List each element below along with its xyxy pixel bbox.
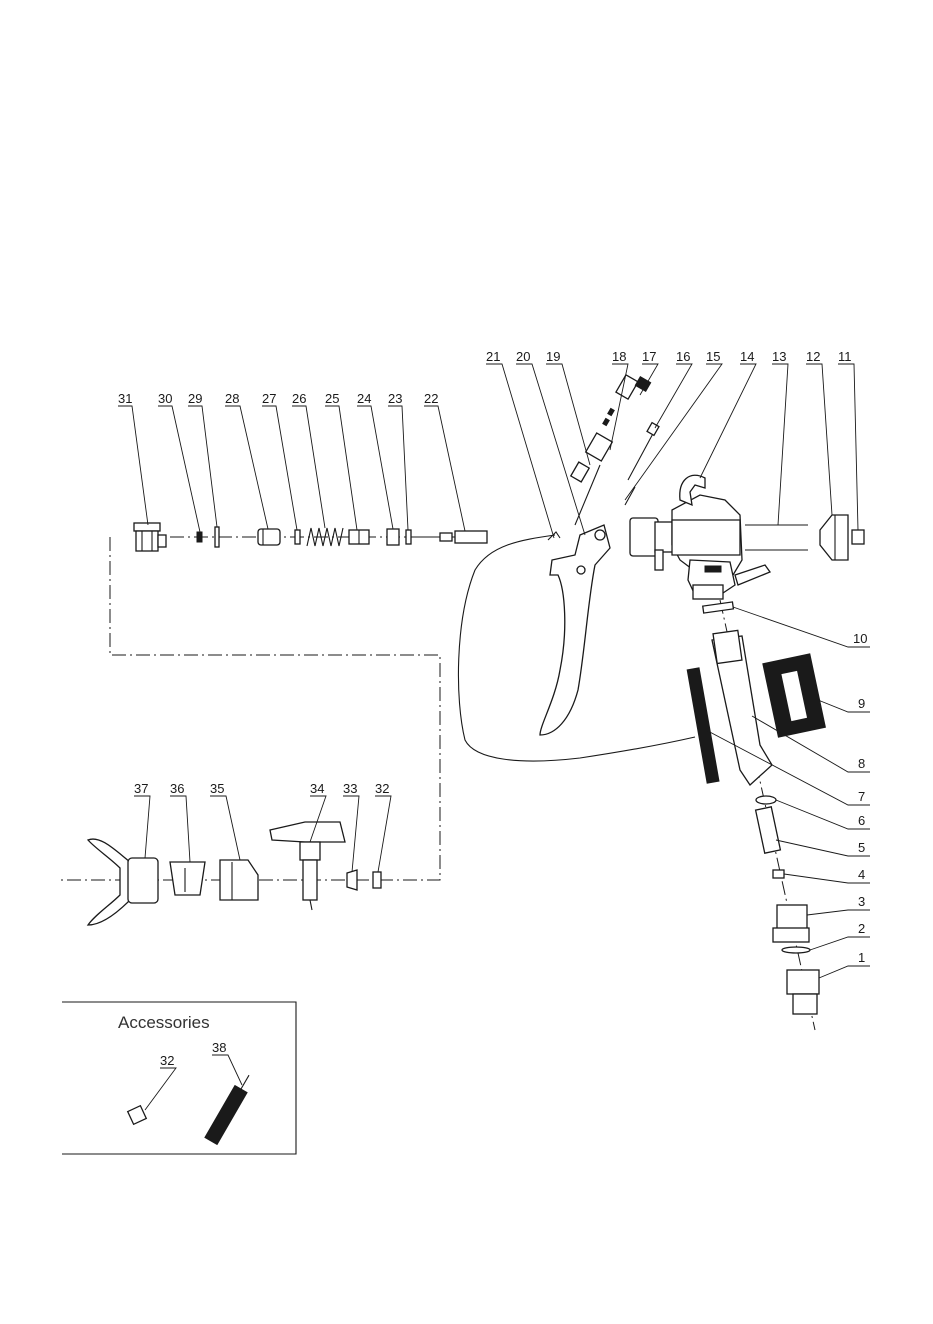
callout-7: 7 [858,789,865,804]
callout-11: 11 [838,349,852,364]
callout-18: 18 [612,349,626,364]
part-31-cap-nut [134,523,166,551]
part-32-seal [373,872,381,888]
callout-24: 24 [357,391,371,406]
part-37-guard [88,839,158,925]
part-7-filter [687,668,719,783]
part-8-handle [712,630,772,785]
part-34-tip [270,822,345,910]
callout-9: 9 [858,696,865,711]
part-22-needle [416,531,487,543]
callout-37: 37 [134,781,148,796]
callout-30: 30 [158,391,172,406]
callout-4: 4 [858,867,865,882]
callout-10: 10 [853,631,867,646]
part-2-washer [782,947,810,953]
callout-26: 26 [292,391,306,406]
callout-3: 3 [858,894,865,909]
accessories-box: Accessories 32 38 [62,1002,296,1154]
callout-34: 34 [310,781,324,796]
part-26-spring [307,528,343,546]
callout-33: 33 [343,781,357,796]
callout-21: 21 [486,349,500,364]
part-27-ring [295,530,300,544]
part-36-retainer [170,862,205,895]
callout-5: 5 [858,840,865,855]
callout-12: 12 [806,349,820,364]
callout-22: 22 [424,391,438,406]
callout-29: 29 [188,391,202,406]
part-10-gasket [703,602,734,613]
part-5-valve [756,807,781,853]
callout-19: 19 [546,349,560,364]
callout-32: 32 [375,781,389,796]
callout-25: 25 [325,391,339,406]
part-6-ring [756,796,776,804]
callout-28: 28 [225,391,239,406]
part-4-seal [773,870,784,878]
part-35-nut [220,860,258,900]
callout-35: 35 [210,781,224,796]
part-24-seal [387,529,399,545]
accessories-title: Accessories [118,1013,210,1032]
part-18-17-lock [571,375,651,482]
callout-31: 31 [118,391,132,406]
part-38-brush [205,1072,255,1145]
callout-20: 20 [516,349,530,364]
callout-27: 27 [262,391,276,406]
part-28-sleeve [258,529,280,545]
part-14-gun-body [630,475,770,599]
part-33-seat [347,870,357,890]
part-30-washer [197,532,202,542]
part-23-ring [406,530,411,544]
callout-38-accessory: 38 [212,1040,226,1055]
callout-1: 1 [858,950,865,965]
callout-8: 8 [858,756,865,771]
callout-14: 14 [740,349,754,364]
part-1-swivel [787,970,819,1014]
part-25-bushing [349,530,369,544]
part-3-fitting [773,905,809,942]
callout-16: 16 [676,349,690,364]
callout-13: 13 [772,349,786,364]
callout-36: 36 [170,781,184,796]
callout-17: 17 [642,349,656,364]
callout-6: 6 [858,813,865,828]
part-29-washer [215,527,219,547]
callout-23: 23 [388,391,402,406]
part-9-label [763,654,826,737]
part-12-cap [820,515,848,560]
part-13-screws [745,525,808,550]
callout-2: 2 [858,921,865,936]
callout-32-accessory: 32 [160,1053,174,1068]
callout-15: 15 [706,349,720,364]
part-11-nut [852,530,864,544]
part-20-trigger [540,525,610,735]
